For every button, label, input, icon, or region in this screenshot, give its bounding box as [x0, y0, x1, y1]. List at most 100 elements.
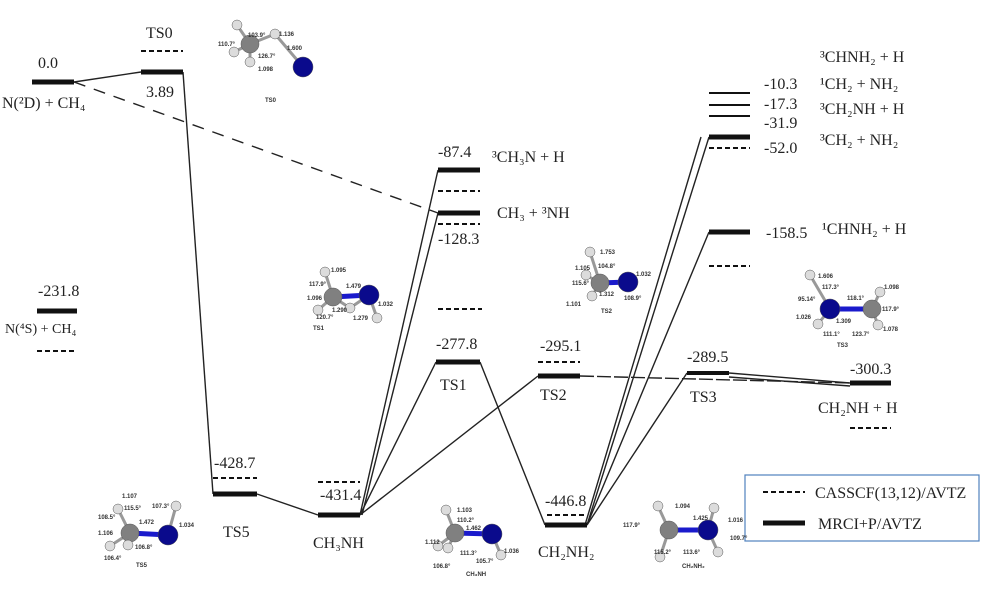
- geometry-parameter: 1.753: [600, 250, 616, 256]
- atom-hydrogen: [812, 318, 824, 330]
- atom-hydrogen: [580, 269, 592, 281]
- atom-hydrogen: [319, 266, 331, 278]
- structure-label: CH₂NH₂: [682, 564, 705, 570]
- geometry-parameter: 117.9°: [623, 523, 641, 529]
- species-label: ¹CH₂ + NH₂: [820, 76, 898, 93]
- atom-hydrogen: [432, 540, 444, 552]
- energy-value: 3.89: [146, 84, 174, 101]
- geometry-parameter: 1.107: [122, 494, 138, 500]
- connectors: [73, 71, 851, 526]
- geometry-parameter: 1.094: [675, 504, 691, 510]
- geometry-parameter: 106.4°: [104, 556, 122, 562]
- ts5-level: -428.7 TS5: [213, 455, 257, 541]
- energy-value: -17.3: [764, 96, 797, 113]
- geometry-parameter: 105.7°: [476, 559, 494, 565]
- geometry-parameter: 115.6°: [572, 281, 590, 287]
- geometry-parameter: 104.8°: [598, 264, 616, 270]
- atom-carbon: [240, 34, 260, 54]
- atom-nitrogen: [481, 523, 503, 545]
- reactant-4s-level: -231.8 N(⁴S) + CH₄: [5, 283, 79, 352]
- legend-casscf-label: CASSCF(13,12)/AVTZ: [815, 485, 966, 502]
- ch2nh-h-level: -300.3 CH₂NH + H: [818, 361, 898, 429]
- ts2-level: -295.1 TS2: [538, 338, 581, 404]
- geometry-parameter: 117.9°: [309, 282, 327, 288]
- geometry-parameter: 110.7°: [218, 42, 236, 48]
- energy-value: -87.4: [438, 144, 471, 161]
- energy-value: 0.0: [38, 55, 58, 72]
- energy-value: -231.8: [38, 283, 79, 300]
- geometry-parameter: 107.3°: [152, 504, 170, 510]
- geometry-parameter: 1.095: [331, 268, 347, 274]
- atom-hydrogen: [872, 319, 884, 331]
- atom-carbon: [659, 520, 679, 540]
- geometry-parameter: 1.600: [287, 46, 303, 52]
- path-ts5-ch3nh: [256, 493, 319, 516]
- geometry-parameter: 1.103: [457, 508, 473, 514]
- path-reactant-ch3-nh: [73, 81, 439, 214]
- atom-hydrogen: [112, 503, 124, 515]
- geometry-parameter: 117.3°: [822, 285, 840, 291]
- species-label: TS2: [540, 387, 567, 404]
- structure-ch3nh: 1.103110.2°1.4621.1121.036111.3°105.7°10…: [425, 504, 520, 578]
- structure-ts3: 1.606117.3°1.09895.14°118.1°117.9°1.0261…: [796, 269, 900, 349]
- ch3-nh-level: -128.3 CH₃ + ³NH: [438, 205, 570, 248]
- path-ts3-ch2nh-2: [728, 376, 851, 387]
- atom-nitrogen: [358, 284, 380, 306]
- geometry-parameter: 115.2°: [654, 550, 672, 556]
- energy-value: -10.3: [764, 76, 797, 93]
- atom-hydrogen: [104, 540, 116, 552]
- atom-hydrogen: [440, 504, 452, 516]
- species-label: TS3: [690, 389, 717, 406]
- structure-label: CH₃NH: [466, 572, 486, 578]
- path-ch3nh-ch3: [361, 212, 439, 516]
- atom-hydrogen: [874, 286, 886, 298]
- path-ch2nh2-ch2-nh2: [586, 136, 710, 526]
- species-label: CH₃ + ³NH: [497, 205, 570, 222]
- path-ch2nh2-ts3: [586, 372, 688, 526]
- atom-hydrogen: [122, 539, 134, 551]
- geometry-parameter: 1.479: [346, 284, 362, 290]
- species-label: ³CHNH₂ + H: [820, 49, 905, 66]
- geometry-parameter: 1.101: [566, 302, 582, 308]
- ch2nh2-level: -446.8 CH₂NH₂: [538, 493, 595, 561]
- ts1-level: -277.8 TS1: [436, 308, 482, 394]
- path-ts1-ch2nh2: [479, 361, 546, 526]
- geometry-parameter: 108.9°: [624, 296, 642, 302]
- legend: CASSCF(13,12)/AVTZ MRCI+P/AVTZ: [744, 474, 980, 542]
- species-label: TS1: [440, 377, 467, 394]
- geometry-parameter: 120.7°: [316, 315, 334, 321]
- atom-hydrogen: [654, 551, 666, 563]
- geometry-parameter: 1.462: [466, 526, 482, 532]
- atom-hydrogen: [652, 500, 664, 512]
- geometry-parameter: 108.5°: [98, 515, 116, 521]
- species-label: N(⁴S) + CH₄: [5, 322, 76, 337]
- atom-hydrogen: [584, 246, 596, 258]
- atom-carbon: [120, 523, 140, 543]
- species-label: ³CH₂ + NH₂: [820, 132, 898, 149]
- atom-hydrogen: [586, 290, 598, 302]
- geometry-parameter: 1.098: [884, 285, 900, 291]
- species-label: CH₃NH: [313, 535, 364, 552]
- legend-mrci-label: MRCI+P/AVTZ: [818, 516, 922, 533]
- species-label: TS5: [223, 524, 250, 541]
- atom-hydrogen: [312, 304, 324, 316]
- species-label: CH₂NH + H: [818, 400, 898, 417]
- geometry-parameter: 111.3°: [460, 551, 477, 557]
- geometry-parameter: 1.112: [425, 540, 440, 546]
- energy-value: -52.0: [764, 140, 797, 157]
- geometry-parameter: 1.036: [504, 549, 520, 555]
- geometry-parameter: 109.7°: [730, 536, 748, 542]
- upper-right-levels: -10.3 -17.3 -31.9 -52.0 ³CHNH₂ + H ¹CH₂ …: [709, 49, 905, 157]
- species-label: CH₂NH₂: [538, 544, 595, 561]
- geometry-parameter: 1.016: [728, 518, 744, 524]
- geometry-parameter: 110.2°: [457, 518, 475, 524]
- geometry-parameter: 1.032: [636, 272, 652, 278]
- path-ts3-ch2nh: [728, 372, 851, 384]
- geometry-parameter: 1.290: [332, 308, 348, 314]
- legend-box: [744, 474, 980, 542]
